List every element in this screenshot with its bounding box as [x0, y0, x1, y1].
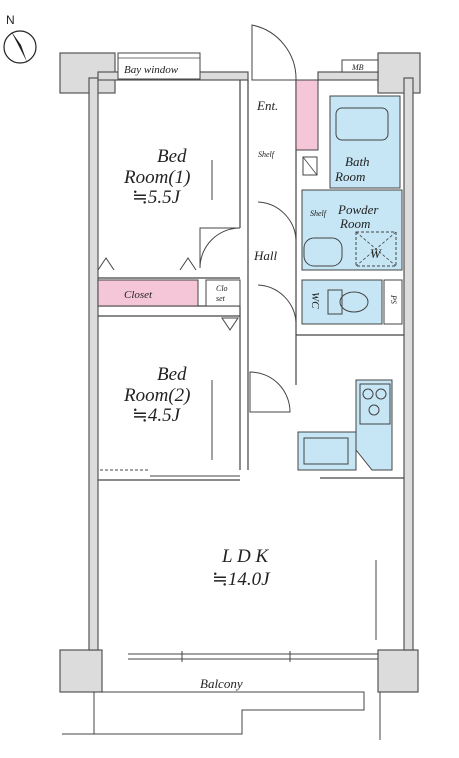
- washer-label: W: [370, 246, 382, 261]
- ldk-size: ≒14.0J: [212, 569, 271, 590]
- ldk: L D K ≒14.0J: [212, 546, 377, 640]
- wc: WC: [301, 279, 383, 325]
- wc-label: WC: [309, 292, 321, 309]
- entrance-label: Ent.: [256, 98, 278, 113]
- bedroom-1: Bed Room(1) ≒5.5J: [97, 146, 241, 271]
- closet-small-line1: Clo: [216, 284, 228, 293]
- compass-label: N: [6, 13, 15, 27]
- bedroom-1-name1: Bed: [157, 146, 187, 167]
- ldk-name: L D K: [221, 546, 269, 567]
- balcony-window: [128, 651, 378, 662]
- powder-room: Shelf Powder Room W: [301, 189, 403, 271]
- mb-label: MB: [351, 63, 364, 72]
- bath-name2: Room: [334, 169, 365, 184]
- powder-name2: Room: [339, 216, 370, 231]
- ps: PS: [383, 279, 403, 325]
- bedroom-2-name2: Room(2): [123, 385, 190, 406]
- bedroom-1-name2: Room(1): [123, 167, 190, 188]
- ps-label: PS: [389, 294, 398, 304]
- entrance-shelf-label: Shelf: [258, 150, 276, 159]
- balcony: Balcony: [62, 676, 381, 740]
- bay-window-label: Bay window: [124, 64, 179, 76]
- bedroom-1-size: ≒5.5J: [132, 187, 182, 208]
- balcony-label: Balcony: [200, 676, 243, 691]
- powder-shelf-label: Shelf: [310, 209, 328, 218]
- mb-box: MB: [341, 59, 379, 73]
- bath-room: Bath Room: [329, 95, 401, 189]
- structure-walls: [59, 52, 421, 693]
- kitchen: [297, 379, 393, 471]
- closet-label: Closet: [124, 289, 153, 301]
- bedroom-2-size: ≒4.5J: [132, 405, 182, 426]
- closet-small-line2: set: [216, 294, 226, 303]
- entrance: Ent. Shelf: [251, 24, 319, 176]
- bath-name1: Bath: [345, 154, 370, 169]
- compass-icon: N: [3, 13, 37, 64]
- bedroom-2: Bed Room(2) ≒4.5J: [100, 364, 240, 477]
- hall: Hall: [249, 201, 297, 413]
- bay-window: Bay window: [117, 52, 201, 80]
- closet: Closet Clo set: [97, 279, 241, 331]
- powder-name1: Powder: [337, 202, 379, 217]
- bedroom-2-name1: Bed: [157, 364, 187, 385]
- hall-label: Hall: [253, 248, 278, 263]
